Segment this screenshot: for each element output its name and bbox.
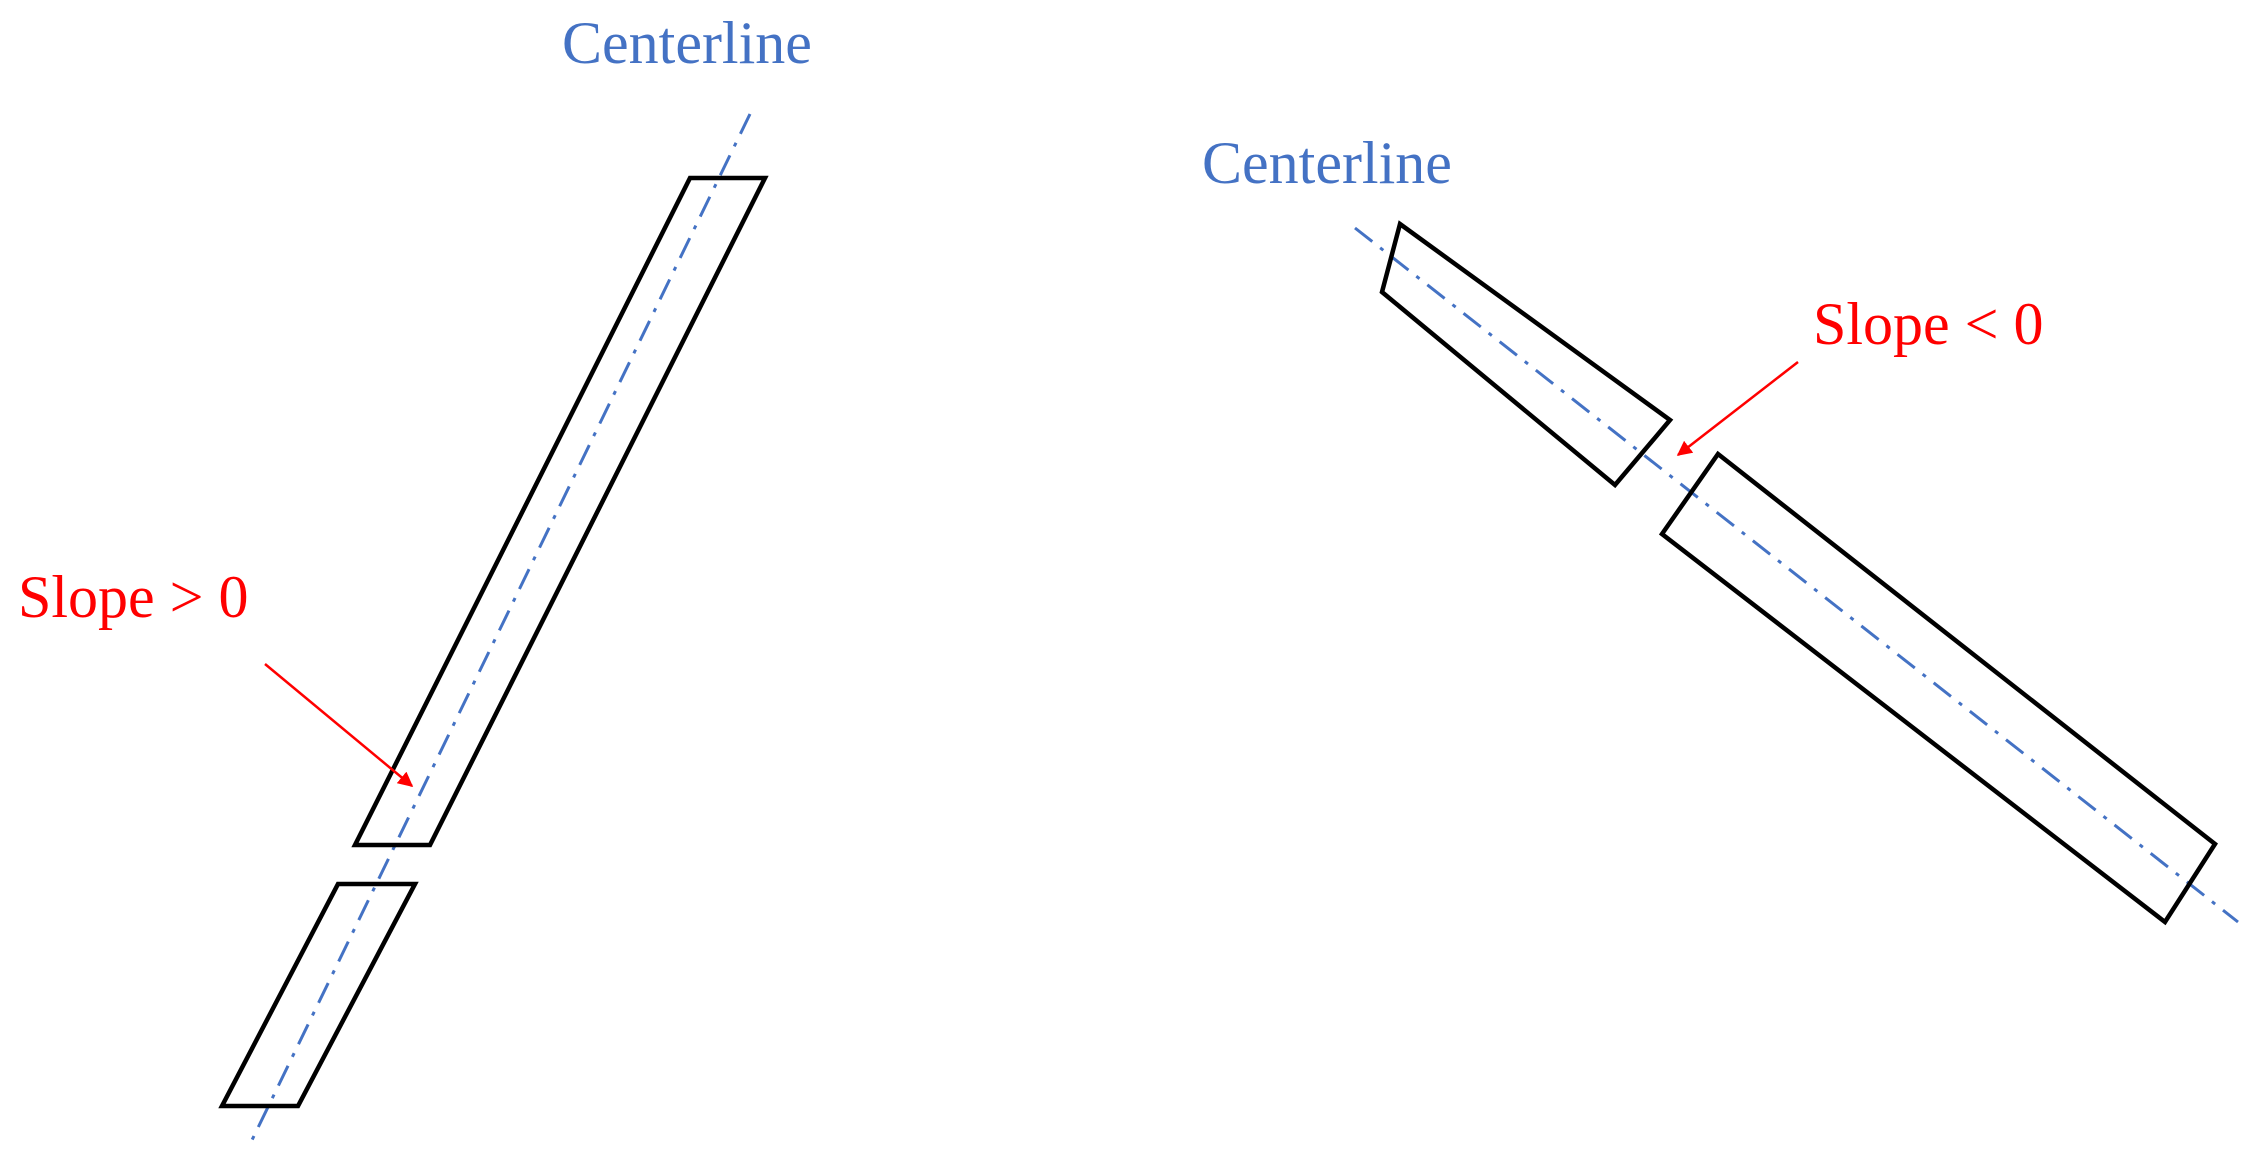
left-centerline-label: Centerline	[562, 10, 812, 76]
right-centerline-label: Centerline	[1202, 130, 1452, 196]
left-panel: Centerline Slope > 0	[18, 10, 812, 1141]
right-lower-segment	[1658, 450, 2218, 926]
right-slope-label: Slope < 0	[1813, 291, 2044, 357]
right-upper-segment	[1379, 220, 1674, 489]
left-lower-segment	[218, 881, 419, 1109]
left-centerline	[250, 113, 752, 1141]
right-slope-arrow	[1676, 361, 1799, 456]
right-panel: Centerline Slope < 0	[1202, 130, 2239, 926]
left-slope-label: Slope > 0	[18, 564, 249, 630]
left-upper-segment	[351, 175, 769, 848]
left-slope-arrow	[264, 663, 414, 787]
right-centerline	[1354, 226, 2239, 924]
